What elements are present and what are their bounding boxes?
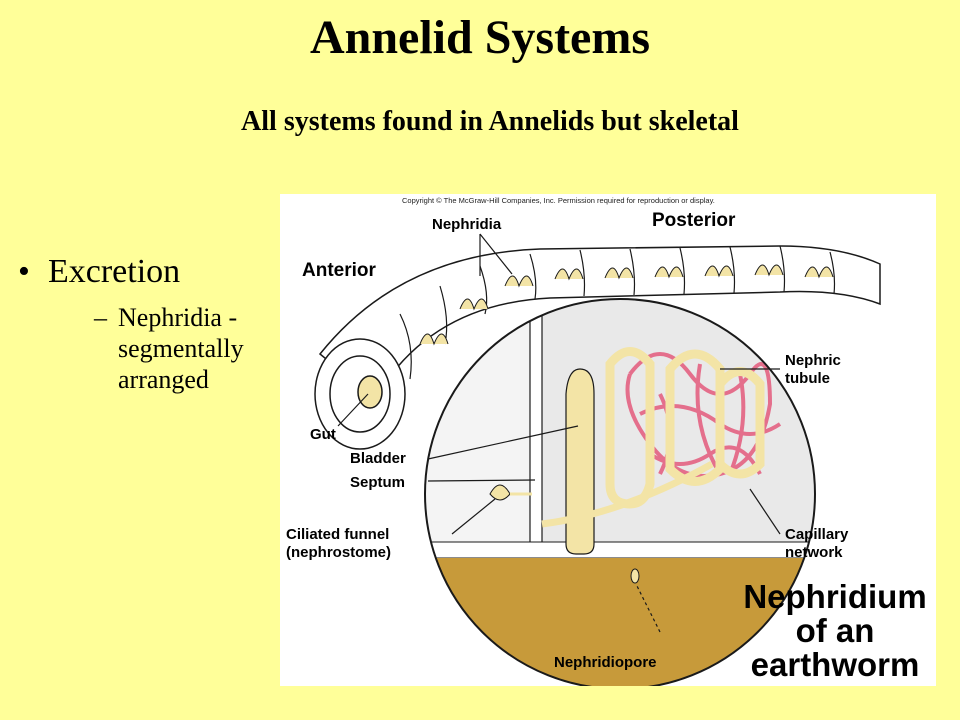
label-anterior: Anterior xyxy=(302,260,376,281)
capillary xyxy=(728,373,746,475)
segment-ring xyxy=(829,251,836,295)
tubule-loop xyxy=(716,367,765,479)
muscle-layer xyxy=(425,541,815,559)
nephridium-illustration xyxy=(314,233,881,686)
leader-nephridia xyxy=(479,233,513,275)
leader-funnel xyxy=(451,498,496,535)
magnify-ring xyxy=(424,298,816,686)
label-tubule: tubule xyxy=(785,370,830,387)
label-ciliated-funnel: Ciliated funnel xyxy=(286,526,390,543)
segment-nephridia xyxy=(419,264,834,346)
segment-ring xyxy=(679,247,686,295)
leader-septum xyxy=(427,479,536,482)
bullet-text: Excretion xyxy=(48,253,181,290)
segment-ring xyxy=(479,265,488,315)
label-capillary: Capillary xyxy=(785,526,849,543)
nephridium-coil xyxy=(504,275,534,288)
slide-title: Annelid Systems xyxy=(309,11,651,64)
sub-bullet-nephridia: – Nephridia - segmentally arranged xyxy=(94,302,318,395)
bullet-excretion: • Excretion – Nephridia - segmentally ar… xyxy=(18,250,283,395)
leader-capillary xyxy=(749,488,781,535)
sub-bullet-text: Nephridia - segmentally arranged xyxy=(118,303,244,394)
label-posterior: Posterior xyxy=(652,210,736,231)
segment-ring xyxy=(579,249,586,297)
label-nephric: Nephric xyxy=(785,352,841,369)
copyright-notice: Copyright © The McGraw-Hill Companies, I… xyxy=(402,196,715,205)
bullet-list: • Excretion – Nephridia - segmentally ar… xyxy=(18,250,283,395)
label-septum: Septum xyxy=(350,474,406,491)
gut-opening xyxy=(357,375,383,409)
leader-lines xyxy=(337,233,781,633)
leader-gut xyxy=(337,393,369,427)
segment-ring xyxy=(779,245,786,293)
nephridium-coil xyxy=(604,267,634,280)
bullet-mark: • xyxy=(18,253,30,290)
segment-ring xyxy=(629,248,636,296)
caption-line-2: of an xyxy=(795,612,875,649)
label-bladder: Bladder xyxy=(350,450,406,467)
label-network: network xyxy=(785,544,843,561)
worm-body xyxy=(314,245,881,450)
nephridium-coil xyxy=(419,333,449,346)
septum-wall xyxy=(529,299,543,555)
slide-subtitle: All systems found in Annelids but skelet… xyxy=(241,106,739,137)
label-gut: Gut xyxy=(310,426,336,443)
nephridiopore-opening xyxy=(630,568,640,584)
nephridium-coil xyxy=(704,265,734,278)
figure-caption: Nephridium of an earthworm xyxy=(730,580,940,682)
segment-ring xyxy=(729,246,736,294)
nephridium-coil xyxy=(804,266,834,279)
ciliated-funnel xyxy=(489,484,532,501)
capillary xyxy=(695,363,722,476)
nephric-tubule xyxy=(541,347,765,555)
segment-ring xyxy=(529,253,537,300)
nephridium-coil xyxy=(654,266,684,279)
nephridium-figure: Copyright © The McGraw-Hill Companies, I… xyxy=(280,194,936,686)
nephridium-coil xyxy=(754,264,784,277)
leader-bladder xyxy=(427,425,579,460)
nephridium-coil xyxy=(554,268,584,281)
sub-bullet-mark: – xyxy=(94,303,107,332)
caption-line-1: Nephridium xyxy=(743,578,927,615)
caption-line-3: earthworm xyxy=(750,646,920,683)
worm-inner-ring xyxy=(329,355,391,433)
bladder-shape xyxy=(565,368,595,555)
label-nephridiopore: Nephridiopore xyxy=(554,654,657,671)
tubule-connector xyxy=(541,460,714,528)
nephridium-coil xyxy=(459,298,489,311)
label-nephridia: Nephridia xyxy=(432,216,502,233)
segment-ring xyxy=(399,313,412,380)
worm-tube xyxy=(318,245,881,401)
label-nephrostome: (nephrostome) xyxy=(286,544,391,561)
magnified-view xyxy=(425,299,815,686)
leader-nephridiopore xyxy=(635,583,661,633)
